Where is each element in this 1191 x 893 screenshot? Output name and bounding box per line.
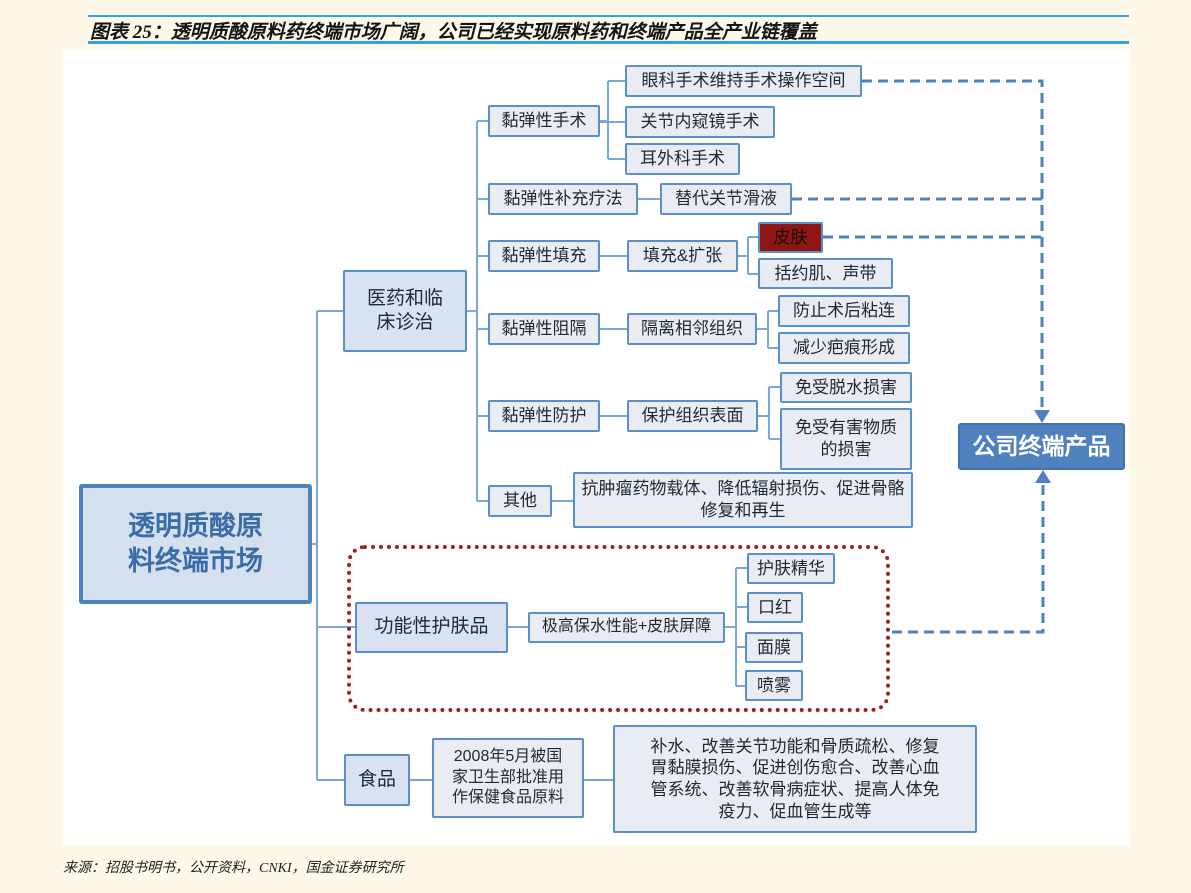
node-root-market-label: 透明质酸原料终端市场 [128,511,263,576]
node-prevent-adhesion: 防止术后粘连 [778,295,910,327]
node-skin-highlight-label: 皮肤 [773,227,808,247]
node-skin-highlight: 皮肤 [758,222,823,253]
node-moisture-barrier-label: 极高保水性能+皮肤屏障 [541,618,712,636]
node-other-description: 抗肿瘤药物载体、降低辐射损伤、促进骨骼修复和再生 [573,472,913,528]
node-spray: 喷雾 [745,670,803,701]
node-reduce-scar-label: 减少疤痕形成 [793,338,895,358]
node-skincare-branch-label: 功能性护肤品 [374,616,489,638]
node-prevent-adhesion-label: 防止术后粘连 [793,301,895,321]
node-eye-surgery-label: 眼科手术维持手术操作空间 [641,71,846,91]
figure-title: 图表 25：透明质酸原料药终端市场广阔，公司已经实现原料药和终端产品全产业链覆盖 [90,22,817,43]
node-face-mask-label: 面膜 [757,637,791,657]
node-viscoelastic-surgery: 黏弹性手术 [488,105,600,137]
node-harmful-substance: 免受有害物质的损害 [780,408,912,470]
node-eye-surgery: 眼科手术维持手术操作空间 [625,65,862,97]
node-viscosupplementation: 黏弹性补充疗法 [488,183,638,215]
node-other: 其他 [488,485,552,517]
node-food-benefits-label: 补水、改善关节功能和骨质疏松、修复胃黏膜损伤、促进创伤愈合、改善心血管系统、改善… [650,736,940,821]
node-viscoelastic-surgery-label: 黏弹性手术 [501,111,587,131]
node-viscoelastic-barrier: 黏弹性阻隔 [488,313,600,345]
node-isolate-tissue-label: 隔离相邻组织 [641,319,743,339]
node-dehydration-label: 免受脱水损害 [795,377,897,397]
node-food-benefits: 补水、改善关节功能和骨质疏松、修复胃黏膜损伤、促进创伤愈合、改善心血管系统、改善… [613,725,977,833]
node-serum-label: 护肤精华 [757,558,825,578]
node-protect-surface: 保护组织表面 [627,400,758,432]
node-sphincter-vocal: 括约肌、声带 [758,258,893,289]
title-rule-bottom [88,41,1129,44]
node-food-approval-label: 2008年5月被国家卫生部批准用作保健食品原料 [451,748,564,807]
node-lipstick-label: 口红 [758,597,792,617]
skincare-highlight-outline [347,545,890,712]
node-dehydration: 免受脱水损害 [780,372,912,403]
figure-source: 来源：招股书明书，公开资料，CNKI，国金证券研究所 [63,861,404,876]
node-root-market: 透明质酸原料终端市场 [79,484,312,604]
node-food-branch-label: 食品 [357,768,396,790]
node-face-mask: 面膜 [745,632,803,663]
node-viscoelastic-protection: 黏弹性防护 [488,400,600,432]
node-skincare-branch: 功能性护肤品 [355,602,508,653]
node-other-label: 其他 [503,491,537,511]
node-viscoelastic-barrier-label: 黏弹性阻隔 [501,319,587,339]
node-company-terminal-products: 公司终端产品 [958,423,1125,470]
node-harmful-substance-label: 免受有害物质的损害 [795,418,897,459]
node-synovial-fluid-label: 替代关节滑液 [675,189,777,209]
node-lipstick: 口红 [747,592,803,623]
node-sphincter-vocal-label: 括约肌、声带 [774,263,877,283]
node-viscosupplementation-label: 黏弹性补充疗法 [503,189,623,209]
node-medical-branch: 医药和临床诊治 [343,270,467,352]
node-protect-surface-label: 保护组织表面 [641,406,744,426]
title-rule-top [88,15,1129,17]
node-serum: 护肤精华 [747,553,835,584]
node-isolate-tissue: 隔离相邻组织 [627,313,757,345]
node-fill-expand-label: 填充&扩张 [642,246,723,266]
node-synovial-fluid: 替代关节滑液 [660,183,792,215]
node-other-description-label: 抗肿瘤药物载体、降低辐射损伤、促进骨骼修复和再生 [581,479,905,520]
node-ear-surgery: 耳外科手术 [625,143,740,175]
node-moisture-barrier: 极高保水性能+皮肤屏障 [528,612,725,643]
node-viscoelastic-filling: 黏弹性填充 [488,240,600,272]
node-viscoelastic-filling-label: 黏弹性填充 [501,246,587,266]
node-fill-expand: 填充&扩张 [627,240,738,272]
node-spray-label: 喷雾 [757,675,791,695]
node-food-approval: 2008年5月被国家卫生部批准用作保健食品原料 [432,738,584,818]
node-arthroscopy-label: 关节内窥镜手术 [640,112,760,132]
node-arthroscopy: 关节内窥镜手术 [625,106,775,138]
node-viscoelastic-protection-label: 黏弹性防护 [501,406,587,426]
node-company-terminal-products-label: 公司终端产品 [972,432,1111,459]
node-food-branch: 食品 [344,754,410,806]
node-reduce-scar: 减少疤痕形成 [778,332,910,364]
node-ear-surgery-label: 耳外科手术 [640,149,725,169]
node-medical-branch-label: 医药和临床诊治 [366,287,443,333]
